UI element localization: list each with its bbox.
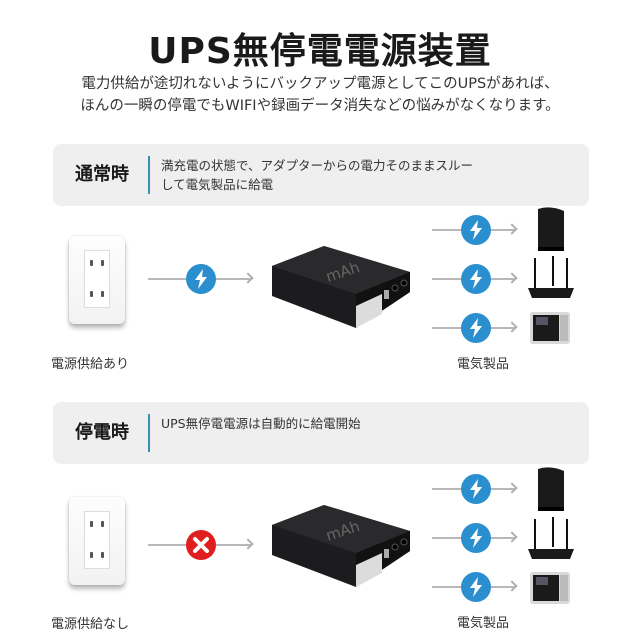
description-line-1: 満充電の状態で、アダプターからの電力そのままスルー xyxy=(161,158,474,173)
source-caption: 電源供給なし xyxy=(51,617,130,632)
lightning-icon xyxy=(461,523,491,553)
description-line-2: して電気製品に給電 xyxy=(161,177,274,192)
wall-outlet-icon xyxy=(69,236,125,324)
source-caption: 電源供給あり xyxy=(51,357,130,372)
arrow-right-icon xyxy=(506,272,518,284)
arrow-right-icon xyxy=(506,321,518,333)
arrow-right-icon xyxy=(242,538,254,550)
mode-description: 満充電の状態で、アダプターからの電力そのままスルー して電気製品に給電 xyxy=(161,156,561,194)
lightning-icon xyxy=(461,313,491,343)
divider xyxy=(148,414,150,452)
arrow-right-icon xyxy=(242,272,254,284)
time-clock-terminal-icon xyxy=(530,310,570,350)
modem-icon xyxy=(534,207,566,257)
intro-line-1: 電力供給が途切れないようにバックアップ電源としてこのUPSがあれば、 xyxy=(81,76,559,92)
wifi-router-icon xyxy=(528,517,574,565)
mode-label: 停電時 xyxy=(75,422,129,443)
wifi-router-icon xyxy=(528,256,574,304)
description-line-1: UPS無停電電源は自動的に給電開始 xyxy=(161,416,361,431)
lightning-icon xyxy=(461,474,491,504)
intro-text: 電力供給が途切れないようにバックアップ電源としてこのUPSがあれば、 ほんの一瞬… xyxy=(0,73,640,117)
time-clock-terminal-icon xyxy=(530,570,570,610)
arrow-right-icon xyxy=(506,223,518,235)
lightning-icon xyxy=(186,264,216,294)
intro-line-2: ほんの一瞬の停電でもWIFIや録画データ消失などの悩みがなくなります。 xyxy=(80,98,560,114)
ups-device-image: mAh xyxy=(264,503,414,603)
wall-outlet-icon xyxy=(69,497,125,585)
lightning-icon xyxy=(461,215,491,245)
devices-caption: 電気製品 xyxy=(457,616,510,631)
mode-label: 通常時 xyxy=(75,164,129,185)
ups-device-image: mAh xyxy=(264,244,414,344)
lightning-icon xyxy=(461,264,491,294)
arrow-right-icon xyxy=(506,580,518,592)
divider xyxy=(148,156,150,194)
lightning-icon xyxy=(461,572,491,602)
outage-mode-panel: 停電時 UPS無停電電源は自動的に給電開始 xyxy=(53,402,589,464)
arrow-right-icon xyxy=(506,482,518,494)
arrow-right-icon xyxy=(506,531,518,543)
modem-icon xyxy=(534,467,566,517)
page-title: UPS無停電電源装置 xyxy=(148,31,492,72)
normal-mode-panel: 通常時 満充電の状態で、アダプターからの電力そのままスルー して電気製品に給電 xyxy=(53,144,589,206)
x-icon xyxy=(186,530,216,560)
devices-caption: 電気製品 xyxy=(457,357,510,372)
mode-description: UPS無停電電源は自動的に給電開始 xyxy=(161,414,561,433)
